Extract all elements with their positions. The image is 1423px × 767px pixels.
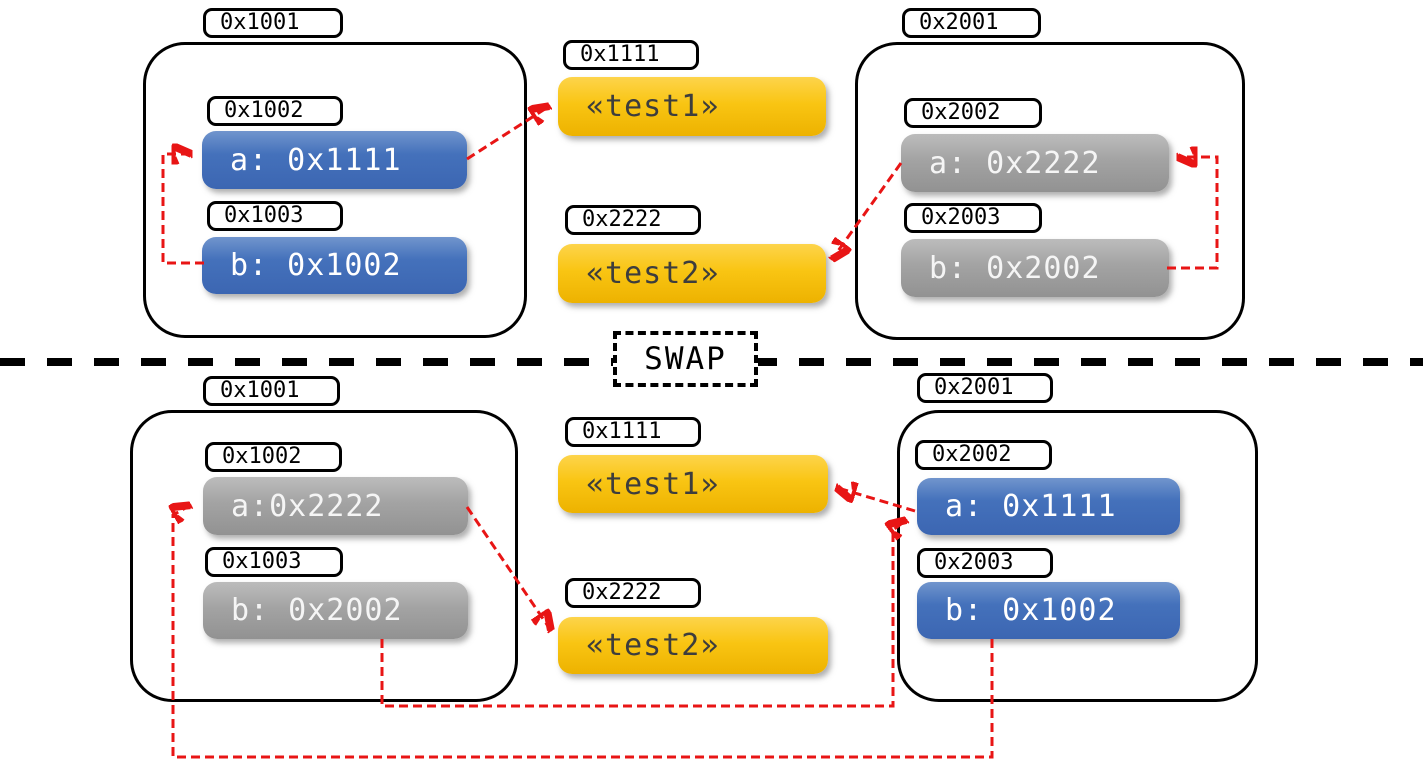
after-right-slot-b-pill: b: 0x1002: [917, 582, 1180, 639]
before-right-object-address-chip: 0x2001: [902, 8, 1041, 38]
after-left-slot-a-address-chip: 0x1002: [205, 442, 342, 472]
before-string2-pill: «test2»: [558, 244, 826, 303]
after-left-slot-b-pill: b: 0x2002: [203, 582, 468, 639]
after-right-object-address-chip: 0x2001: [917, 373, 1053, 403]
before-left-object-address-chip: 0x1001: [203, 8, 343, 38]
after-left-object-address-chip: 0x1001: [203, 376, 340, 406]
before-right-slot-b-pill: b: 0x2002: [901, 239, 1169, 297]
after-right-slot-a-address-chip: 0x2002: [915, 440, 1052, 470]
before-right-slot-b-address-chip: 0x2003: [904, 203, 1042, 233]
after-string2-address-chip: 0x2222: [565, 578, 701, 608]
before-string1-address-chip: 0x1111: [563, 40, 699, 70]
before-left-slot-b-address-chip: 0x1003: [207, 201, 343, 231]
after-string2-pill: «test2»: [558, 617, 828, 674]
after-right-slot-b-address-chip: 0x2003: [917, 548, 1053, 578]
after-string1-pill: «test1»: [558, 455, 828, 513]
after-left-slot-a-pill: a:0x2222: [203, 477, 468, 535]
before-left-slot-a-pill: a: 0x1111: [202, 131, 467, 189]
after-right-slot-a-pill: a: 0x1111: [917, 478, 1180, 535]
before-string1-pill: «test1»: [558, 77, 826, 136]
before-right-slot-a-address-chip: 0x2002: [904, 98, 1042, 128]
before-string2-address-chip: 0x2222: [565, 205, 701, 235]
before-left-slot-a-address-chip: 0x1002: [207, 96, 343, 126]
after-string1-address-chip: 0x1111: [565, 417, 701, 447]
before-right-slot-a-pill: a: 0x2222: [901, 134, 1169, 192]
after-left-slot-b-address-chip: 0x1003: [205, 547, 343, 577]
before-left-slot-b-pill: b: 0x1002: [202, 237, 467, 294]
swap-label-box: SWAP: [613, 331, 758, 387]
